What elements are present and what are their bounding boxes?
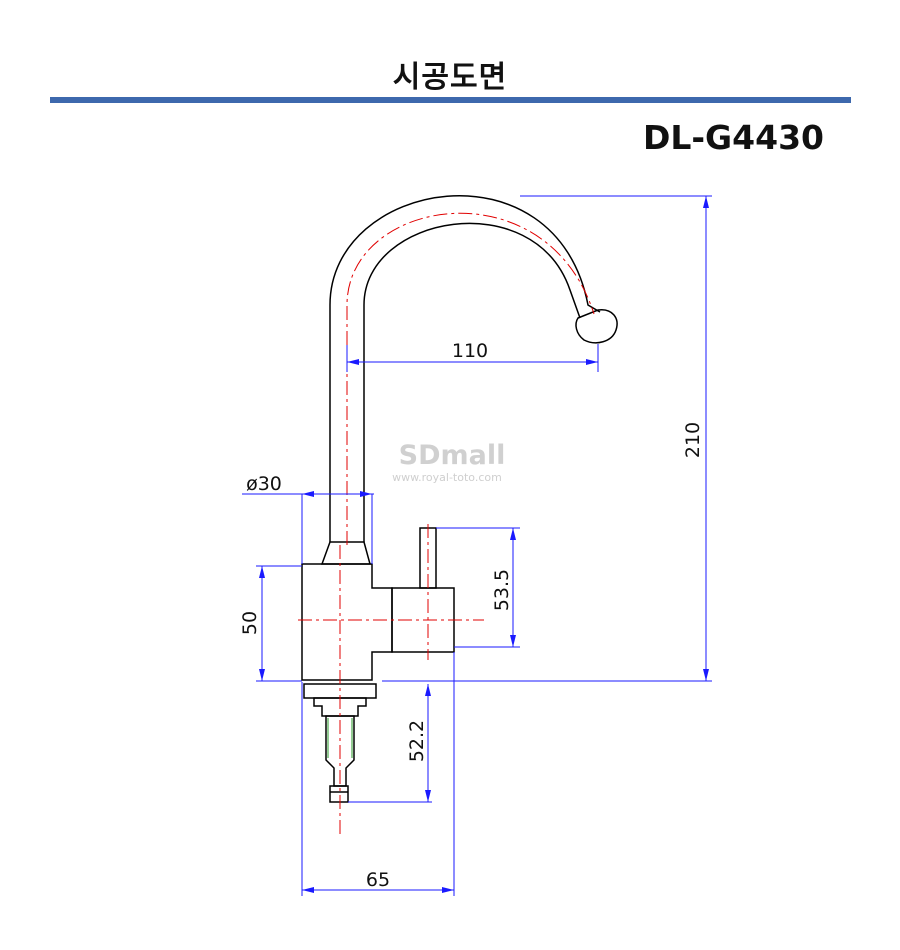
dim-tube-diameter: ø30	[246, 473, 282, 495]
centerlines	[298, 212, 595, 835]
title-divider	[50, 97, 851, 103]
dim-spout-reach: 110	[452, 340, 488, 362]
spout-outer	[329, 195, 601, 542]
dim-body-width: 65	[366, 869, 390, 891]
spout-inner	[363, 222, 581, 542]
spout-collar	[320, 541, 371, 565]
dim-body-height: 50	[239, 611, 261, 635]
faucet-body	[301, 563, 393, 681]
lever-handle	[419, 527, 437, 589]
watermark-brand: SDmall	[399, 440, 506, 471]
spout-centerline	[346, 212, 595, 545]
dim-total-height: 210	[682, 422, 704, 458]
faucet-outline	[301, 195, 618, 803]
dimension-lines	[242, 195, 712, 896]
connector-tip	[329, 785, 349, 803]
page-title: 시공도면	[392, 60, 508, 95]
watermark-url: www.royal-toto.com	[392, 471, 502, 484]
aerator	[575, 309, 618, 344]
dim-lever-height: 53.5	[491, 569, 513, 611]
model-number: DL-G4430	[642, 118, 824, 157]
base-flange	[303, 683, 377, 699]
dim-shank-length: 52.2	[406, 720, 428, 762]
dimension-arrows	[259, 196, 709, 893]
shank-thread	[327, 718, 353, 758]
mounting-nut	[313, 697, 367, 717]
